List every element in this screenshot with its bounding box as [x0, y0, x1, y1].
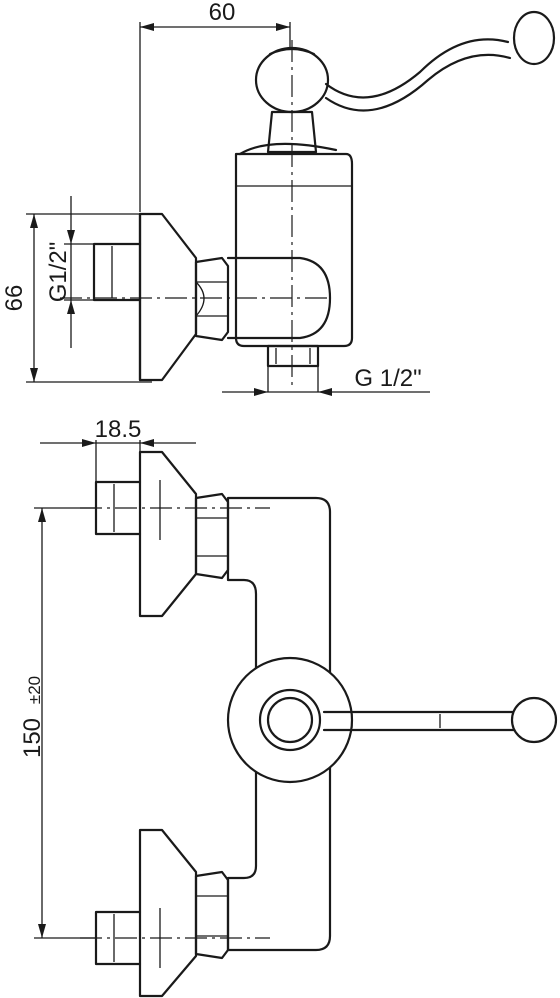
upper-inlet-front [80, 450, 270, 618]
dimension-66: 66 [1, 213, 152, 383]
dimension-60: 60 [139, 0, 291, 212]
dimension-150: 150 ±20 [19, 507, 96, 939]
lever-head-side [254, 10, 556, 154]
dim-label-g12-side: G1/2" [45, 242, 72, 303]
dim-label-66: 66 [1, 285, 28, 312]
lower-inlet-front [80, 828, 270, 998]
front-view: 18.5 150 ±20 [19, 416, 558, 998]
mixer-body-front [226, 496, 332, 952]
dim-label-18-5: 18.5 [95, 416, 142, 443]
hex-nut-side [194, 256, 230, 342]
dim-label-150: 150 [19, 718, 46, 758]
dim-label-60: 60 [209, 0, 236, 26]
wall-flange [138, 212, 198, 382]
inlet-pipe [92, 242, 142, 302]
dimension-18-5: 18.5 [40, 416, 196, 484]
control-disk-front [226, 656, 354, 784]
mixer-body-side [226, 142, 354, 348]
dimension-g12-vertical: G1/2" [45, 196, 96, 348]
outlet-side: G 1/2" [222, 344, 430, 396]
dim-label-tolerance: ±20 [25, 676, 44, 704]
lever-handle-front [322, 696, 558, 744]
side-view: 60 66 G1/2" [1, 0, 556, 396]
dim-label-g12-bottom: G 1/2" [354, 365, 421, 392]
